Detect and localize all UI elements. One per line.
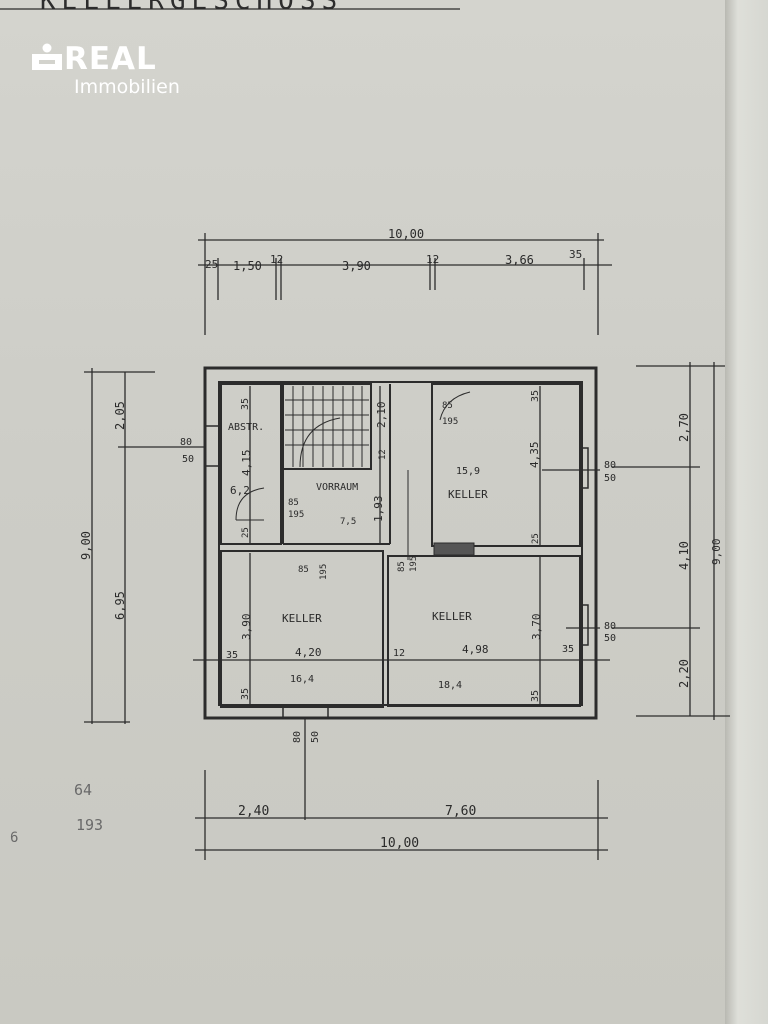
room-keller-se-dim-2: 12	[393, 648, 405, 659]
logo-brand-text: REAL	[64, 41, 157, 77]
dim-right-total: 9,00	[710, 539, 723, 566]
room-vorraum-dim-1: 2,10	[375, 402, 388, 429]
dim-right-seg-2: 4,10	[677, 541, 691, 570]
room-keller-sw-door-1: 85	[298, 565, 309, 575]
dim-right-seg-1: 2,70	[677, 413, 691, 442]
room-keller-se-door-1: 85	[397, 561, 407, 572]
room-vorraum-dim-3: 1,93	[372, 496, 385, 523]
dim-top-seg-7: 35	[569, 248, 582, 261]
room-keller-se-area: 18,4	[438, 680, 462, 691]
room-keller-sw-dim-1: 3,90	[240, 614, 253, 641]
dim-left-sub: 6,95	[113, 591, 127, 620]
room-keller-sw-dim-4: 35	[240, 688, 251, 700]
dim-top-seg-3: 12	[270, 253, 283, 266]
dim-right-seg-3: 2,20	[677, 659, 691, 688]
room-keller-se-dim-3: 4,98	[462, 643, 489, 656]
dim-left-top: 2,05	[113, 401, 127, 430]
room-keller-sw-door-2: 195	[319, 564, 329, 580]
header-text: KELLERGESCHOSS	[40, 0, 344, 16]
room-vorraum-door-1: 85	[288, 498, 299, 508]
margin-note-3: 6	[10, 830, 18, 846]
room-abstr-dim-1: 35	[240, 398, 251, 410]
room-vorraum-name: VORRAUM	[316, 482, 358, 493]
room-keller-sw-name: KELLER	[282, 612, 322, 625]
dim-bottom-window-2: 50	[310, 731, 321, 743]
room-keller-ne-dim-1: 35	[530, 390, 541, 402]
room-keller-se-dim-5: 35	[530, 690, 541, 702]
room-vorraum-area: 7,5	[340, 517, 356, 527]
room-keller-ne-name: KELLER	[448, 488, 488, 501]
dim-top-seg-2: 1,50	[233, 259, 262, 273]
room-keller-sw-dim-2: 35	[226, 650, 238, 661]
room-keller-ne-door-1: 85	[442, 401, 453, 411]
margin-note-2: 193	[76, 816, 103, 834]
room-abstr-dim-3: 25	[241, 527, 251, 538]
dim-top-seg-6: 3,66	[505, 253, 534, 267]
room-keller-se-name: KELLER	[432, 610, 472, 623]
dim-bottom-seg-1: 2,40	[238, 804, 269, 819]
margin-note-1: 64	[74, 781, 92, 799]
dim-right-window-lower-1: 80	[604, 621, 616, 632]
room-keller-sw-dim-3: 4,20	[295, 646, 322, 659]
dim-left-total: 9,00	[79, 531, 93, 560]
logo-brand: REAL	[30, 42, 180, 76]
dim-left-window-1: 80	[180, 437, 192, 448]
room-abstr-note: 6,2	[230, 484, 250, 497]
dim-right-window-upper-1: 80	[604, 460, 616, 471]
dim-right-window-upper-2: 50	[604, 473, 616, 484]
dim-bottom-seg-2: 7,60	[445, 804, 476, 819]
dim-right-window-lower-2: 50	[604, 633, 616, 644]
room-abstr-name: ABSTR.	[228, 422, 264, 433]
logo-subtitle: Immobilien	[74, 76, 180, 98]
dim-top-seg-1: 25	[205, 258, 218, 271]
paper-fold	[725, 0, 768, 1024]
room-keller-ne-dim-2: 4,35	[528, 442, 541, 469]
room-keller-se-door-2: 195	[409, 556, 419, 572]
dim-bottom-window-1: 80	[292, 731, 303, 743]
room-keller-ne-door-2: 195	[442, 417, 458, 427]
dim-bottom-total: 10,00	[380, 836, 419, 851]
room-vorraum-dim-2: 12	[378, 449, 388, 460]
room-keller-sw-area: 16,4	[290, 674, 314, 685]
s-bank-icon	[32, 43, 62, 70]
room-abstr-dim-2: 4,15	[240, 450, 253, 477]
dim-top-seg-5: 12	[426, 253, 439, 266]
room-vorraum-door-2: 195	[288, 510, 304, 520]
room-keller-ne-dim-3: 25	[531, 533, 541, 544]
dim-left-window-2: 50	[182, 454, 194, 465]
dim-top-seg-4: 3,90	[342, 259, 371, 273]
room-keller-ne-area: 15,9	[456, 466, 480, 477]
room-keller-se-dim-1: 3,70	[530, 614, 543, 641]
room-keller-se-dim-4: 35	[562, 644, 574, 655]
logo: REAL Immobilien	[30, 42, 180, 98]
dim-top-total: 10,00	[388, 227, 424, 241]
